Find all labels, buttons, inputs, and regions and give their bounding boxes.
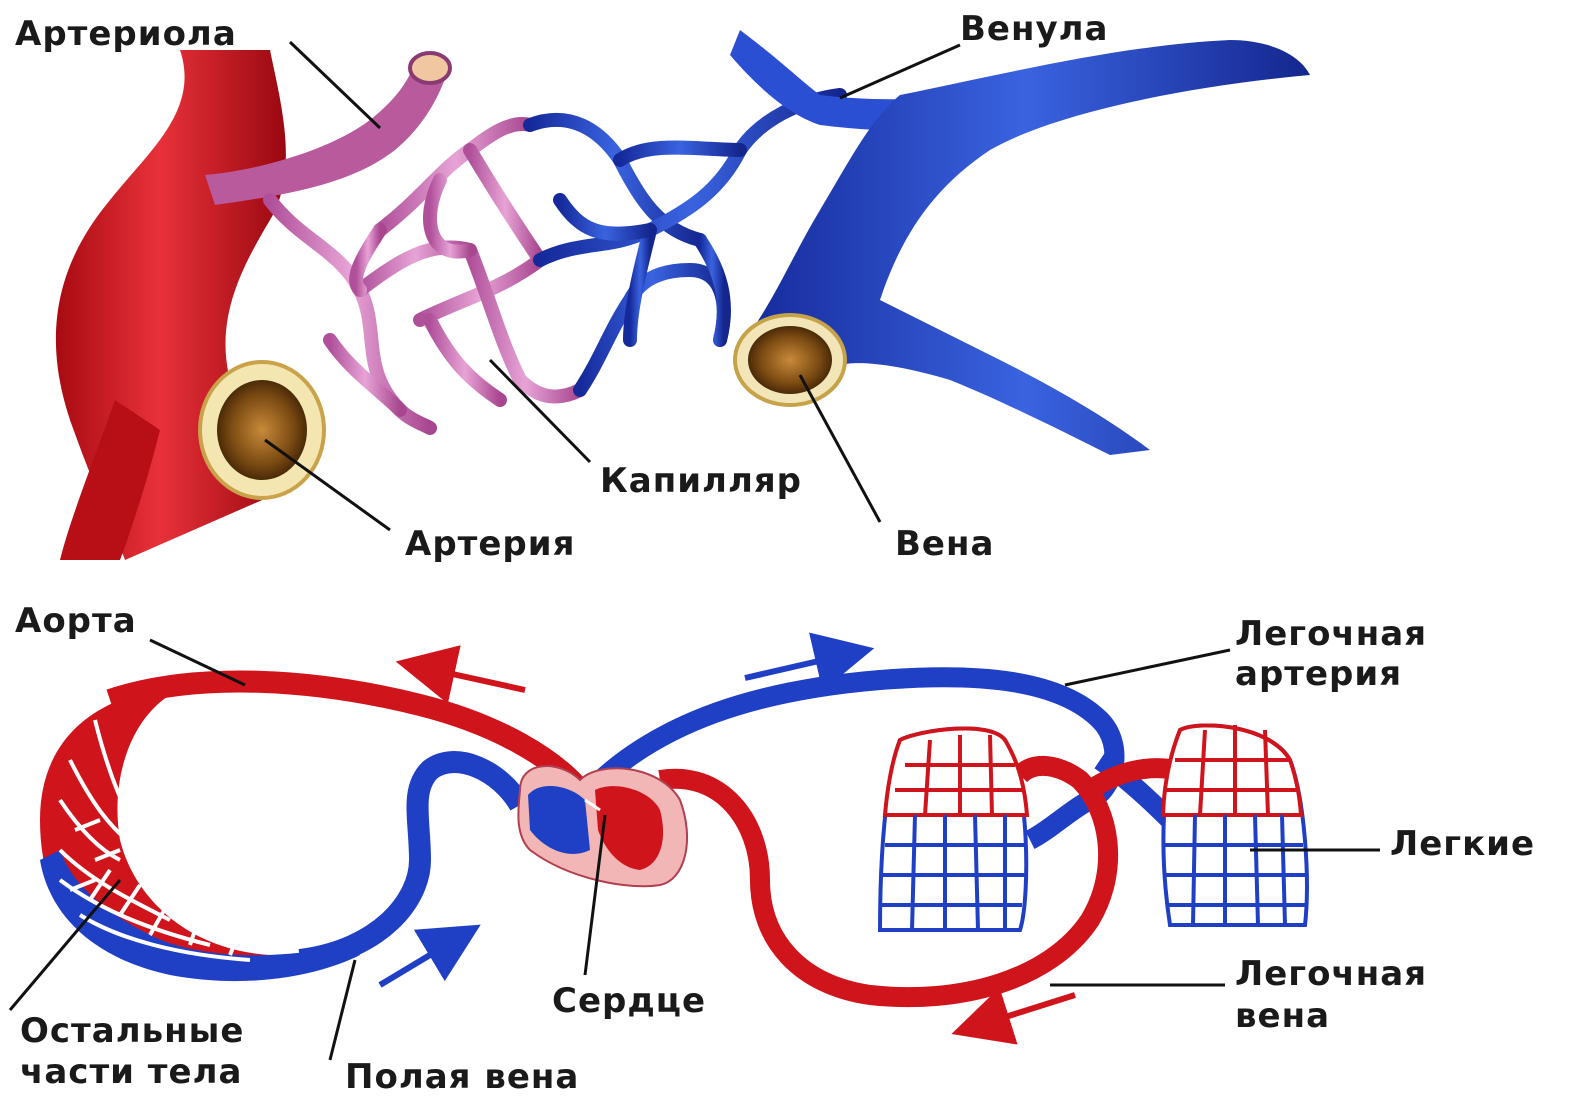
pulmonary-artery-flow-arrow bbox=[745, 655, 845, 678]
body-parts-label-line1: Остальные bbox=[20, 1011, 244, 1051]
pulmonary-vein-label-line2: вена bbox=[1235, 996, 1330, 1036]
artery-vessel bbox=[56, 50, 324, 560]
arteriole-label: Артериола bbox=[15, 14, 237, 54]
aorta-label: Аорта bbox=[15, 601, 137, 641]
pulmonary-vein-label-line1: Легочная bbox=[1235, 954, 1427, 994]
vena-cava-vessel bbox=[300, 762, 520, 960]
artery-label: Артерия bbox=[405, 524, 575, 564]
vein-label: Вена bbox=[895, 524, 994, 564]
venule-label: Венула bbox=[960, 9, 1108, 49]
lungs-label: Легкие bbox=[1390, 824, 1535, 864]
aorta-flow-arrow bbox=[425, 668, 525, 690]
vena-cava-flow-arrow bbox=[380, 940, 455, 985]
body-parts-label-line2: части тела bbox=[20, 1052, 242, 1092]
pulmonary-vein-flow-arrow bbox=[980, 995, 1075, 1025]
circulation-schematic bbox=[40, 655, 1307, 1025]
aorta-vessel bbox=[110, 681, 580, 790]
pulmonary-artery-label-line2: артерия bbox=[1235, 654, 1402, 694]
right-lung bbox=[1163, 725, 1307, 925]
vena-cava-label: Полая вена bbox=[345, 1057, 579, 1097]
left-lung bbox=[880, 728, 1027, 930]
pulmonary-artery-label-line1: Легочная bbox=[1235, 614, 1427, 654]
heart-label: Сердце bbox=[552, 981, 706, 1021]
capillary-label: Капилляр bbox=[600, 461, 802, 501]
body-capillary-bed bbox=[40, 695, 360, 981]
